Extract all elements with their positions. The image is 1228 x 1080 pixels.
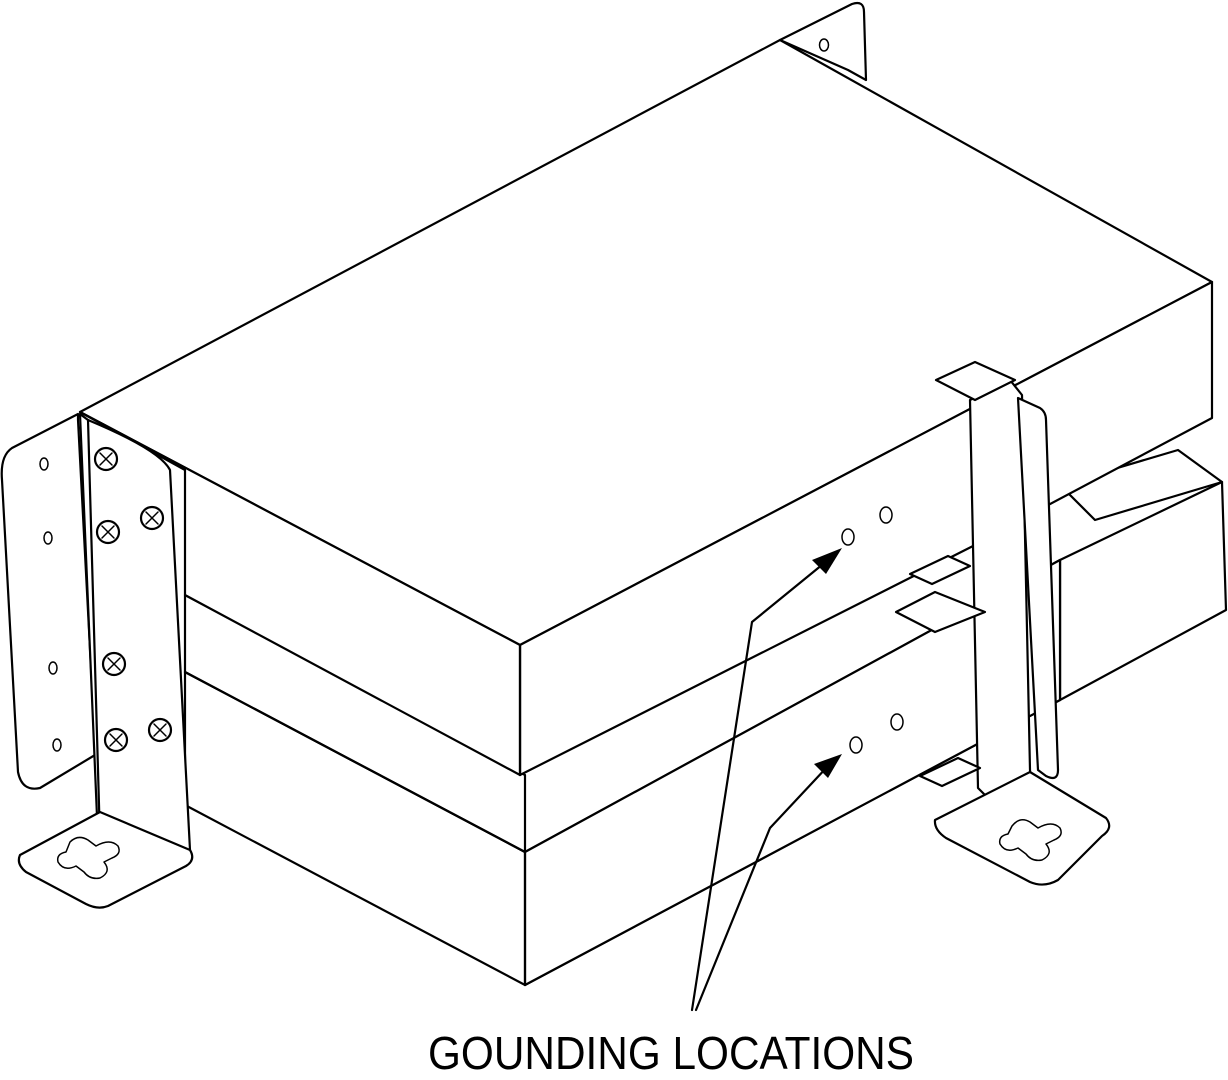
upper-clip — [908, 554, 972, 586]
arrow-upper-head — [812, 548, 842, 574]
screw-5 — [103, 727, 129, 753]
callout-label: GOUNDING LOCATIONS — [428, 1027, 914, 1079]
right-bracket-top-tab — [934, 360, 1017, 402]
screw-4 — [101, 651, 127, 677]
rear-top-flange — [778, 1, 868, 82]
left-bracket — [0, 412, 194, 909]
grounding-holes — [841, 506, 904, 754]
arrow-lower-line — [694, 764, 830, 1012]
right-bracket — [894, 360, 1111, 886]
left-bracket-foot — [17, 810, 194, 909]
screw-2 — [95, 519, 121, 545]
screw-3 — [139, 505, 165, 531]
left-bracket-ear — [0, 412, 102, 842]
right-bracket-mid-tab — [894, 590, 987, 634]
aux-hole-lower — [890, 713, 904, 731]
left-ear-hole-1 — [39, 457, 49, 471]
lower-clip — [918, 756, 982, 788]
right-bracket-lip — [1016, 396, 1060, 780]
arrow-lower-head — [814, 754, 842, 778]
screw-6 — [147, 717, 173, 743]
lower-unit-end-face — [1058, 480, 1228, 702]
left-foot-slot — [56, 836, 120, 880]
rear-flange-plate — [778, 1, 868, 82]
grounding-hole-lower — [849, 736, 863, 754]
aux-hole-upper — [879, 506, 893, 524]
arrow-upper-line — [690, 558, 830, 1012]
left-ear-hole-2 — [43, 531, 53, 545]
screw-1 — [93, 446, 119, 472]
left-bracket-strip — [78, 412, 192, 860]
left-ear-hole-4 — [52, 738, 62, 752]
right-foot-slot — [998, 819, 1062, 862]
callout-arrows — [690, 548, 842, 1012]
upper-unit — [78, 38, 1214, 777]
left-ear-hole-3 — [48, 661, 58, 675]
rear-flange-hole — [818, 38, 830, 52]
grounding-hole-upper — [841, 528, 855, 546]
right-bracket-foot — [933, 770, 1111, 886]
upper-unit-side-face — [78, 410, 522, 777]
